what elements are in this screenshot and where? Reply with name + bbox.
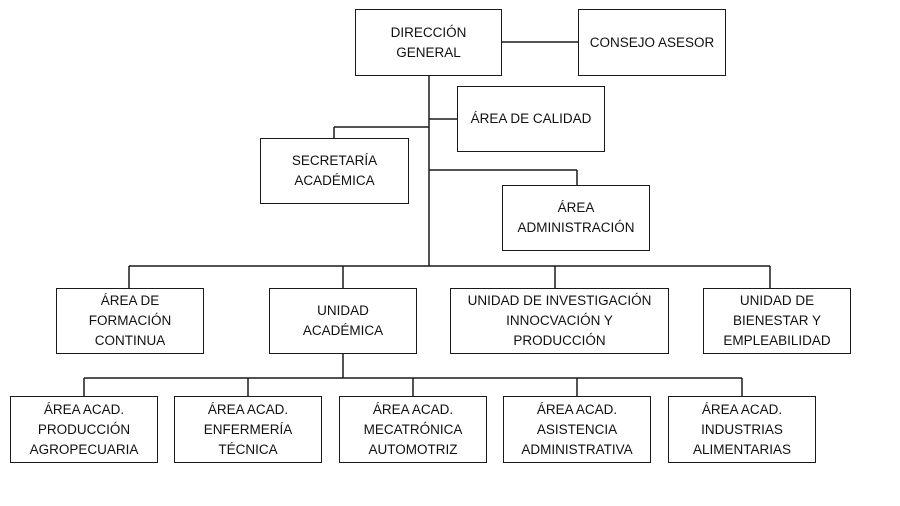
box-line: INNOCVACIÓN Y bbox=[506, 313, 613, 328]
box-line: AGROPECUARIA bbox=[29, 441, 139, 457]
box-area-administracion: ÁREA ADMINISTRACIÓN bbox=[502, 185, 650, 251]
box-line: EMPLEABILIDAD bbox=[723, 333, 831, 348]
box-unidad-academica: UNIDAD ACADÉMICA bbox=[269, 288, 417, 354]
box-line: ÁREA ACAD. bbox=[701, 401, 783, 417]
box-line: ÁREA ACAD. bbox=[43, 401, 125, 417]
box-unidad-investigacion: UNIDAD DE INVESTIGACIÓN INNOCVACIÓN Y PROD… bbox=[450, 288, 669, 354]
box-line: ENFERMERÍA bbox=[203, 421, 293, 437]
box-secretaria-academica: SECRETARÍA ACADÉMICA bbox=[260, 138, 409, 204]
box-line: UNIDAD bbox=[317, 303, 369, 318]
box-direccion-general: DIRECCIÓN GENERAL bbox=[355, 9, 502, 76]
box-unidad-bienestar: UNIDAD DE BIENESTAR Y EMPLEABILIDAD bbox=[703, 288, 851, 354]
box-line: GENERAL bbox=[396, 44, 461, 60]
box-line: BIENESTAR Y bbox=[732, 313, 821, 328]
box-line: UNIDAD DE INVESTIGACIÓN bbox=[467, 293, 652, 308]
box-line: INDUSTRIAS bbox=[701, 421, 783, 437]
box-acad-enfermeria-tecnica: ÁREA ACAD. ENFERMERÍA TÉCNICA bbox=[174, 396, 322, 463]
box-line: ACADÉMICA bbox=[294, 173, 375, 188]
box-line: ADMINISTRATIVA bbox=[521, 441, 633, 457]
box-line: CONSEJO ASESOR bbox=[589, 34, 715, 50]
box-acad-industrias-alimentarias: ÁREA ACAD. INDUSTRIAS ALIMENTARIAS bbox=[668, 396, 816, 463]
box-line: ACADÉMICA bbox=[302, 323, 384, 338]
box-acad-produccion-agropecuaria: ÁREA ACAD. PRODUCCIÓN AGROPECUARIA bbox=[10, 396, 158, 463]
box-area-calidad: ÁREA DE CALIDAD bbox=[457, 86, 605, 152]
box-line: TÉCNICA bbox=[218, 441, 278, 457]
box-acad-mecatronica-automotriz: ÁREA ACAD. MECATRÓNICA AUTOMOTRIZ bbox=[339, 396, 487, 463]
box-consejo-asesor: CONSEJO ASESOR bbox=[578, 9, 726, 76]
box-line: CONTINUA bbox=[94, 333, 166, 348]
box-line: FORMACIÓN bbox=[88, 313, 172, 328]
box-line: AUTOMOTRIZ bbox=[368, 441, 458, 457]
box-line: SECRETARÍA bbox=[291, 153, 378, 168]
box-line: ÁREA ACAD. bbox=[372, 401, 454, 417]
box-line: PRODUCCIÓN bbox=[513, 333, 606, 348]
box-line: ASISTENCIA bbox=[536, 421, 618, 437]
box-line: ALIMENTARIAS bbox=[692, 441, 792, 457]
box-line: ÁREA bbox=[557, 200, 595, 215]
box-line: MECATRÓNICA bbox=[363, 421, 463, 437]
box-line: ÁREA ACAD. bbox=[536, 401, 618, 417]
box-area-formacion-continua: ÁREA DE FORMACIÓN CONTINUA bbox=[56, 288, 204, 354]
box-line: UNIDAD DE bbox=[739, 293, 815, 308]
box-line: PRODUCCIÓN bbox=[37, 421, 131, 437]
box-line: ÁREA DE CALIDAD bbox=[470, 111, 592, 126]
box-line: ADMINISTRACIÓN bbox=[517, 220, 635, 235]
box-acad-asistencia-administrativa: ÁREA ACAD. ASISTENCIA ADMINISTRATIVA bbox=[503, 396, 651, 463]
box-line: ÁREA ACAD. bbox=[207, 401, 289, 417]
box-line: DIRECCIÓN bbox=[390, 24, 467, 40]
box-line: ÁREA DE bbox=[100, 293, 160, 308]
